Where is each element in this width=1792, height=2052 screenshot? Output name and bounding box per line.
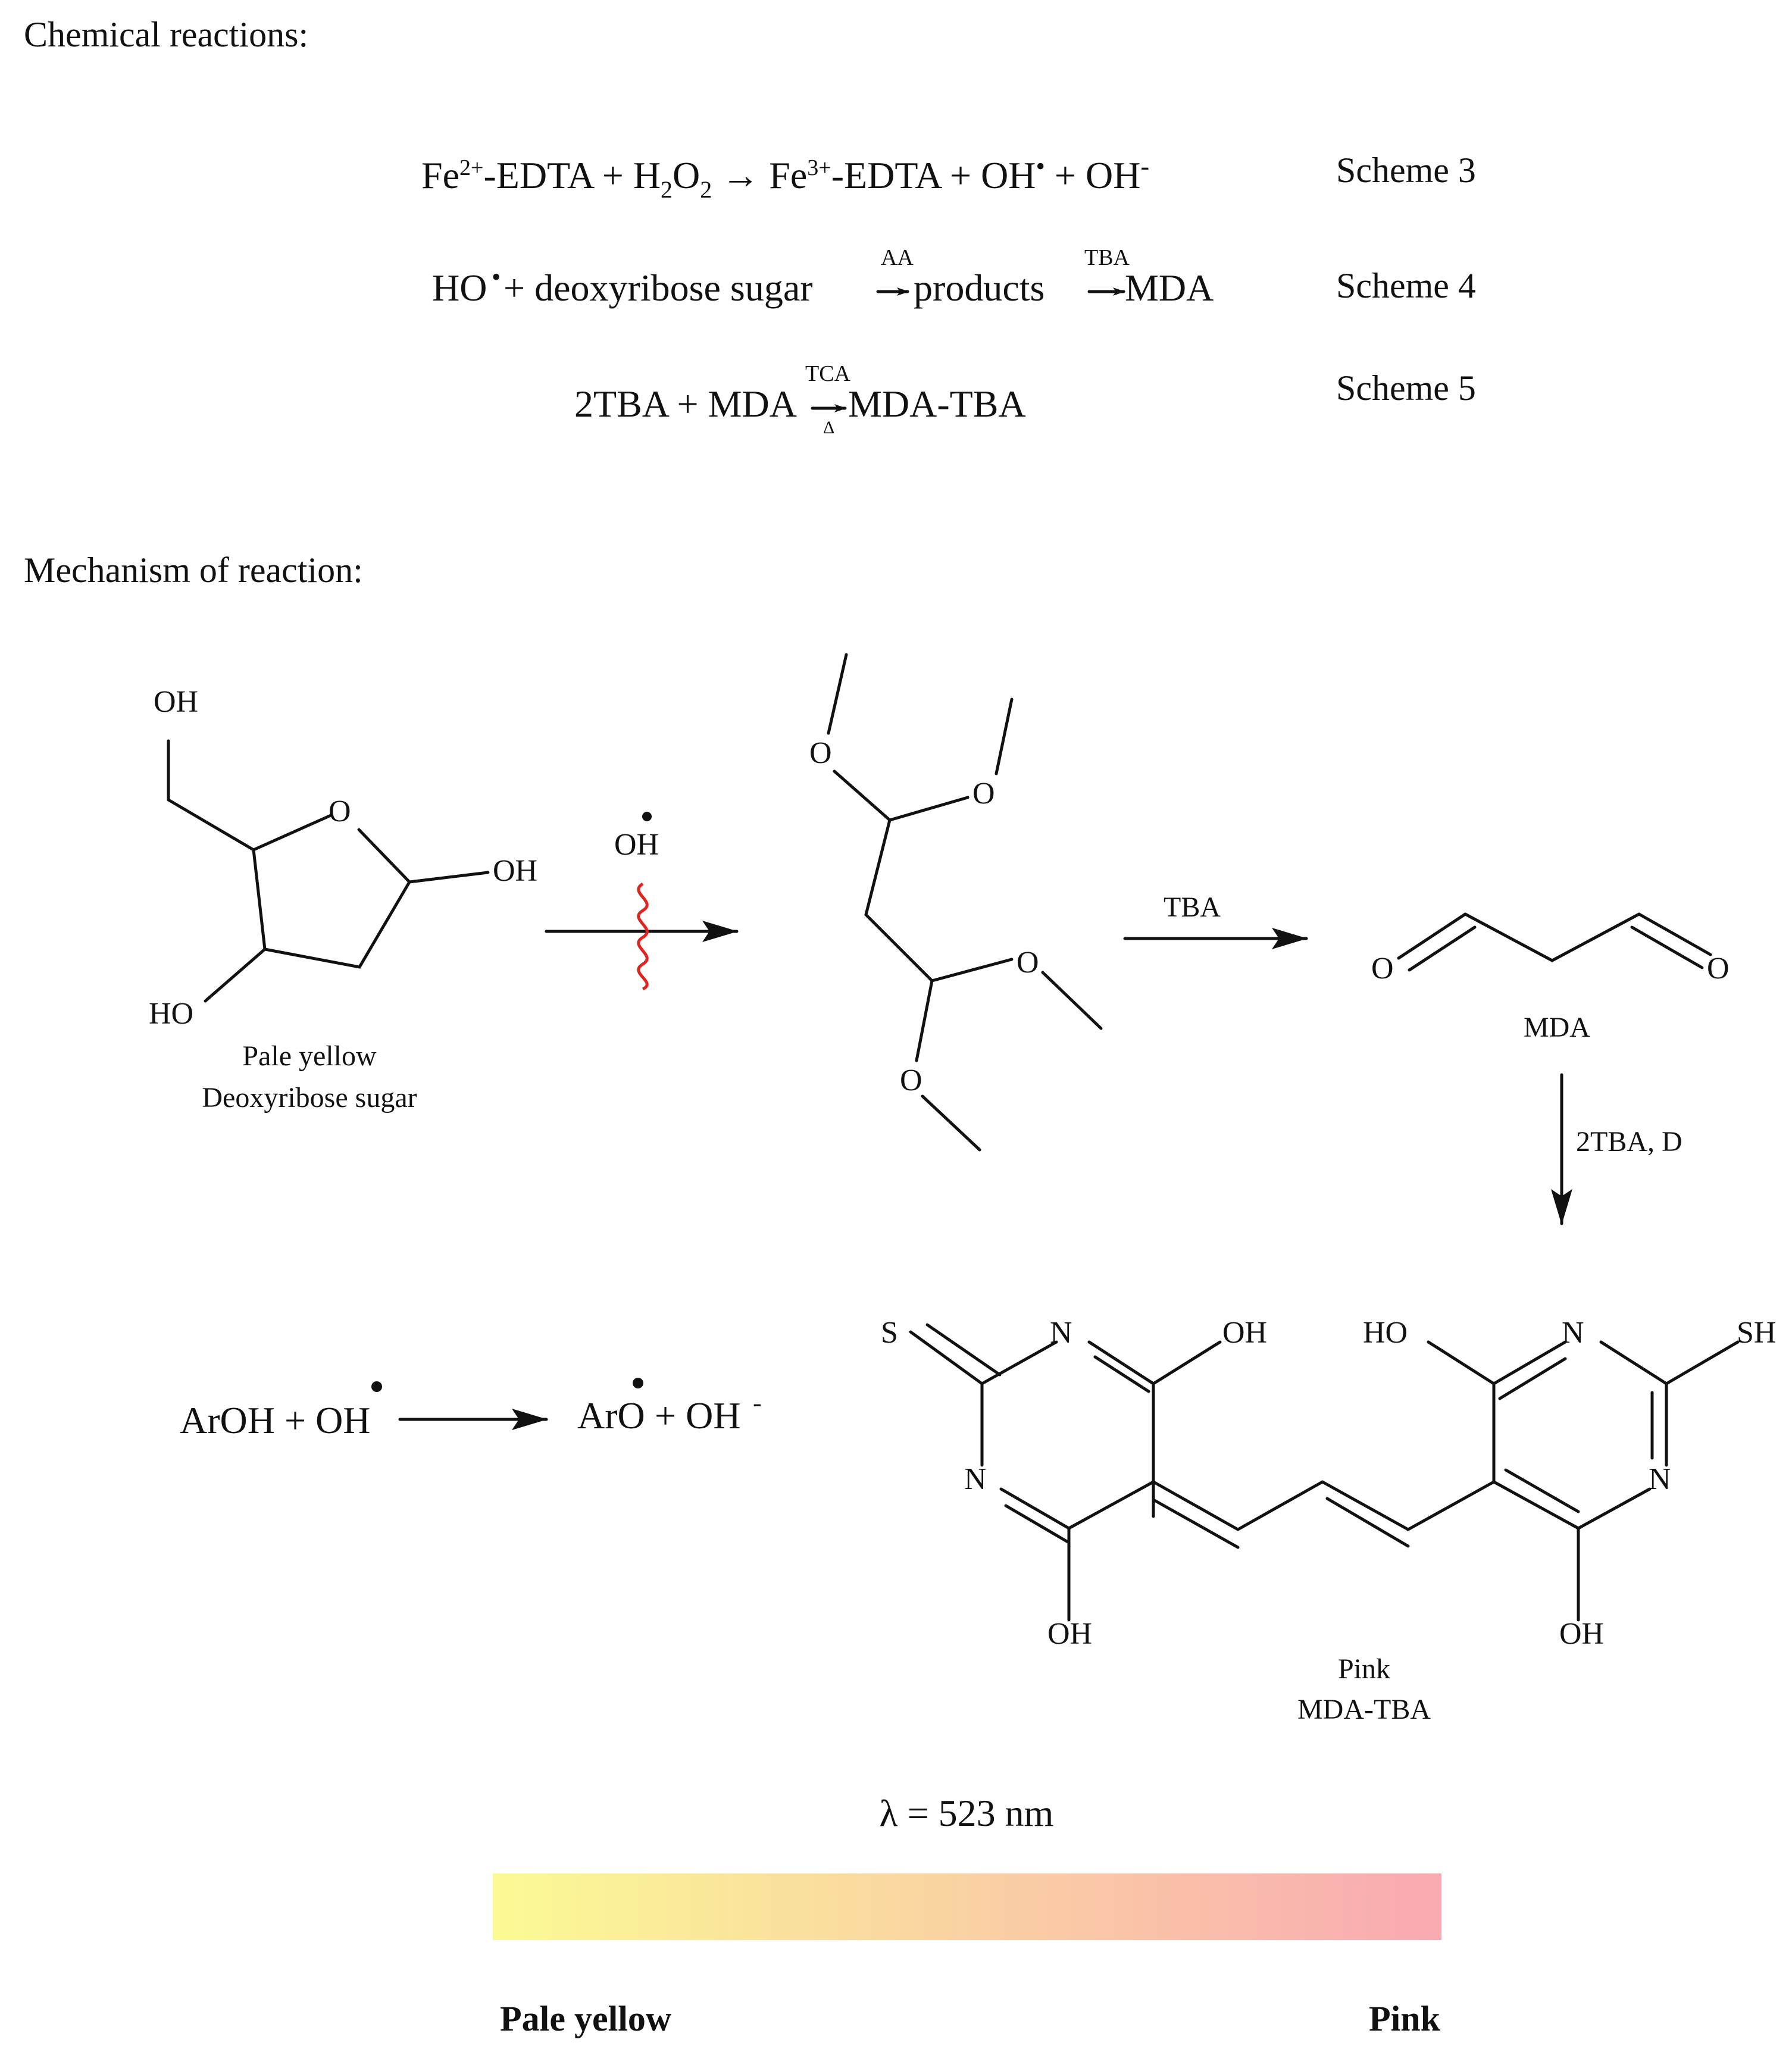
- mda-structure: O O MDA: [1371, 912, 1730, 1043]
- eq5-left: 2TBA + MDA: [574, 383, 797, 425]
- scheme-4-label: Scheme 4: [1336, 266, 1476, 305]
- scheme-3-label: Scheme 3: [1336, 151, 1476, 190]
- equation-scheme-3: Fe2+-EDTA + H2O2 → Fe3+-EDTA + OH• + OH-…: [421, 151, 1476, 203]
- eq4-ho: HO: [432, 267, 487, 309]
- equation-scheme-5: 2TBA + MDA TCA Δ MDA-TBA Scheme 5: [574, 361, 1476, 437]
- color-gradient-bar: [493, 1873, 1441, 1940]
- 2tba-d-label: 2TBA, D: [1576, 1126, 1682, 1158]
- mda-oxygen-right: O: [1707, 952, 1730, 986]
- product-n2: N: [964, 1462, 987, 1496]
- squiggle-bond-cleavage: [637, 882, 649, 991]
- aroh-right-rest: + OH: [655, 1394, 741, 1437]
- product-sh: SH: [1737, 1316, 1776, 1350]
- scale-left-label: Pale yellow: [500, 1999, 672, 2038]
- intermediate-o1: O: [809, 736, 832, 770]
- product-n4: N: [1649, 1462, 1671, 1496]
- aroh-radical-equation: ArOH + OH ArO + OH -: [180, 1378, 762, 1441]
- eq5-delta: Δ: [823, 418, 834, 437]
- product-oh-bottom-left: OH: [1047, 1617, 1092, 1651]
- aroh-left: ArOH + OH: [180, 1399, 371, 1441]
- sugar-ho-left: HO: [149, 997, 193, 1031]
- deoxyribose-structure: OH O OH HO Pale yellow Deoxyribose sugar: [149, 685, 537, 1113]
- radical-oh-label: OH: [614, 828, 659, 862]
- aroh-right-aro: ArO: [577, 1394, 645, 1437]
- product-sulfur: S: [881, 1316, 898, 1350]
- product-caption-color: Pink: [1338, 1653, 1390, 1685]
- product-n3: N: [1562, 1316, 1584, 1350]
- equation-scheme-4: HO • + deoxyribose sugar AA products TBA…: [432, 245, 1476, 309]
- product-caption-name: MDA-TBA: [1297, 1694, 1431, 1725]
- product-oh-bottom-right: OH: [1559, 1617, 1604, 1651]
- eq5-tca-label: TCA: [805, 361, 851, 386]
- mechanism-header: Mechanism of reaction:: [24, 550, 363, 590]
- eq5-right: MDA-TBA: [848, 383, 1026, 425]
- hydroxyl-radical-attack-arrow: OH: [545, 812, 739, 991]
- eq4-deoxyribose: + deoxyribose sugar: [503, 267, 813, 309]
- sugar-ring-oxygen: O: [329, 794, 351, 828]
- product-n1: N: [1050, 1316, 1072, 1350]
- sugar-caption-color: Pale yellow: [242, 1040, 377, 1072]
- mda-name: MDA: [1524, 1012, 1590, 1043]
- mda-oxygen-left: O: [1371, 952, 1394, 986]
- eq4-tba-label: TBA: [1084, 245, 1130, 270]
- scheme-5-label: Scheme 5: [1336, 368, 1476, 408]
- sugar-oh-right: OH: [493, 854, 537, 888]
- product-oh1: OH: [1222, 1316, 1267, 1350]
- intermediate-o4: O: [900, 1063, 922, 1097]
- mda-tba-product-structure: S N OH N OH HO N SH N OH Pink MDA-TBA: [881, 1316, 1776, 1725]
- svg-text:-: -: [753, 1388, 762, 1418]
- svg-text:•: •: [492, 262, 501, 292]
- intermediate-o3: O: [1017, 946, 1039, 980]
- intermediate-o2: O: [972, 777, 995, 811]
- product-ho: HO: [1363, 1316, 1408, 1350]
- tba-arrow: TBA: [1123, 892, 1308, 949]
- 2tba-arrow: 2TBA, D: [1551, 1073, 1682, 1225]
- tba-label: TBA: [1164, 892, 1221, 923]
- color-scale: λ = 523 nm Pale yellow Pink: [493, 1792, 1441, 2038]
- scale-right-label: Pink: [1369, 1999, 1441, 2038]
- wavelength-label: λ = 523 nm: [880, 1792, 1054, 1834]
- intermediate-structure: O O O O: [809, 653, 1103, 1152]
- eq4-products: products: [914, 267, 1044, 309]
- svg-text:Fe2+-EDTA + H2O2 → Fe3+-EDTA +: Fe2+-EDTA + H2O2 → Fe3+-EDTA + OH• + OH-: [421, 152, 1149, 203]
- eq4-mda: MDA: [1125, 267, 1214, 309]
- sugar-oh-top: OH: [154, 685, 198, 719]
- sugar-caption-name: Deoxyribose sugar: [202, 1082, 417, 1113]
- chemical-reactions-header: Chemical reactions:: [24, 15, 308, 54]
- eq4-aa-label: AA: [881, 245, 914, 270]
